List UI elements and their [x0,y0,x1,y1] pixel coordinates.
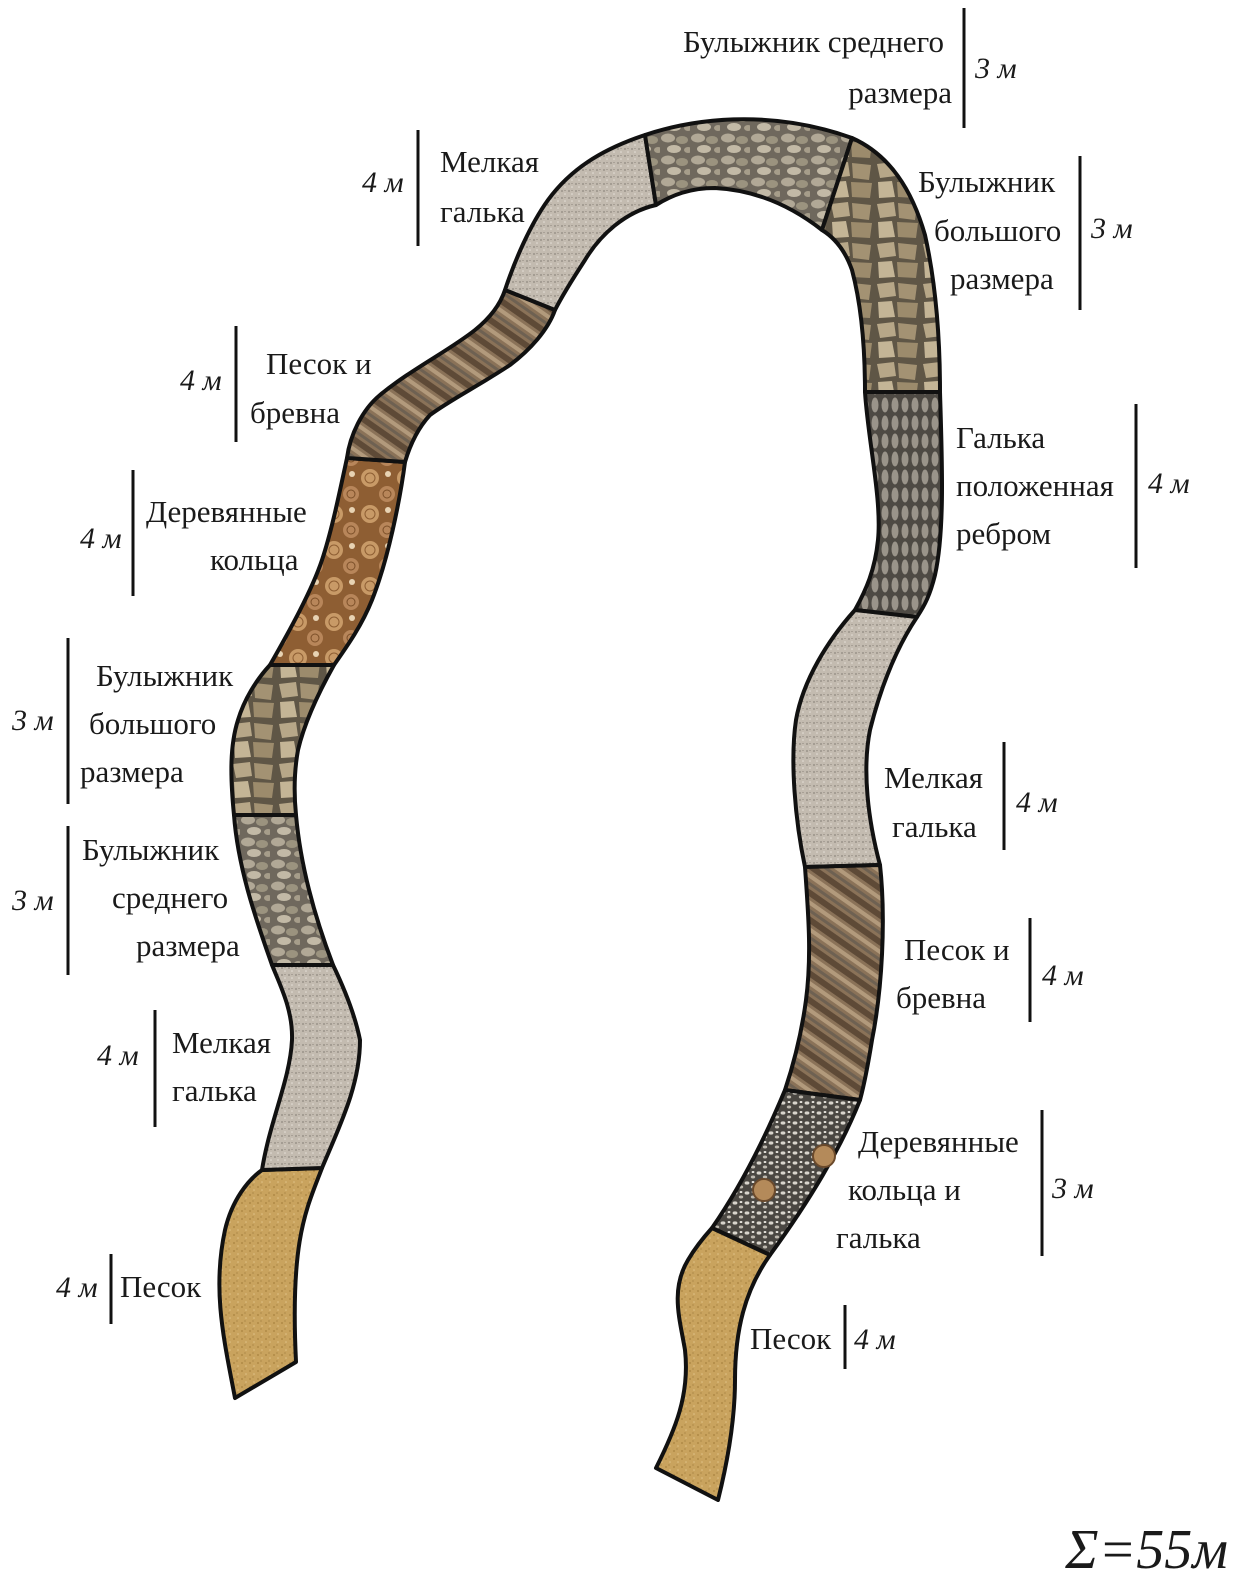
label-large-cobble-left: 3 м Булыжник большого размера [11,638,234,804]
material-label: бревна [896,980,986,1015]
material-label: Галька [956,420,1045,455]
label-sand-logs-left: 4 м Песок и бревна [180,326,372,442]
material-label: галька [172,1073,257,1108]
material-label: размера [950,261,1054,296]
length-label: 4 м [180,364,222,397]
material-label: Булыжник [82,832,220,867]
label-sand-right: Песок 4 м [750,1305,896,1369]
material-label: Булыжник [918,164,1056,199]
material-label: Мелкая [884,760,983,795]
label-wood-rings-left: 4 м Деревянные кольца [80,470,307,596]
segment-sand-logs-right [785,865,883,1100]
segment-sand-right [656,1228,770,1500]
label-edge-pebble-right: Галька положенная ребром 4 м [956,404,1190,568]
material-label: Булыжник [96,658,234,693]
length-label: 3 м [974,52,1017,85]
length-label: 3 м [11,884,54,917]
label-large-cobble-right: Булыжник большого размера 3 м [918,156,1133,310]
length-label: 4 м [97,1039,139,1072]
material-label: бревна [250,395,340,430]
path-segments [219,119,942,1500]
material-label: Песок и [266,346,372,381]
length-label: 3 м [1051,1172,1094,1205]
length-label: 4 м [1016,786,1058,819]
material-label: размера [80,754,184,789]
segment-sand-logs-left [347,290,555,462]
segment-edge-pebble-right [855,392,942,617]
material-label: Песок и [904,932,1010,967]
length-label: 4 м [854,1323,896,1356]
ring-stump-icon [813,1145,835,1167]
label-rings-pebble-right: Деревянные кольца и галька 3 м [836,1110,1094,1256]
label-fine-pebble-right: Мелкая галька 4 м [884,742,1058,850]
segment-medium-cobble-top [645,119,852,230]
material-label: среднего [112,880,228,915]
material-label: Булыжник среднего [683,24,944,59]
material-label: большого [89,706,216,741]
material-label: размера [136,928,240,963]
segment-sand-left [219,1168,322,1398]
material-label: Мелкая [172,1025,271,1060]
material-label: Песок [120,1269,202,1304]
label-fine-pebble-top-left: 4 м Мелкая галька [362,130,539,246]
material-label: Песок [750,1321,832,1356]
total-length: Σ=55м [1064,1519,1228,1581]
material-label: большого [934,213,1061,248]
label-medium-cobble-top: Булыжник среднего размера 3 м [683,8,1017,128]
label-sand-left: 4 м Песок [56,1254,202,1324]
material-label: кольца и [848,1172,961,1207]
material-label: галька [892,809,977,844]
segment-large-cobble-left [231,665,334,815]
material-label: размера [848,75,952,110]
segment-fine-pebble-left [262,965,360,1170]
material-label: положенная [956,468,1114,503]
material-label: Деревянные [858,1124,1019,1159]
segment-medium-cobble-left [234,815,333,965]
label-sand-logs-right: Песок и бревна 4 м [896,918,1084,1022]
material-label: галька [836,1220,921,1255]
length-label: 3 м [11,704,54,737]
length-label: 4 м [1148,467,1190,500]
material-label: галька [440,194,525,229]
material-label: Мелкая [440,144,539,179]
length-label: 4 м [56,1271,98,1304]
length-label: 4 м [362,166,404,199]
label-fine-pebble-left: 4 м Мелкая галька [97,1010,271,1127]
length-label: 4 м [80,522,122,555]
length-label: 4 м [1042,959,1084,992]
material-label: ребром [956,516,1051,551]
material-label: Деревянные [146,494,307,529]
material-label: кольца [210,542,299,577]
length-label: 3 м [1090,212,1133,245]
label-medium-cobble-left: 3 м Булыжник среднего размера [11,826,240,975]
ring-stump-icon [753,1179,775,1201]
